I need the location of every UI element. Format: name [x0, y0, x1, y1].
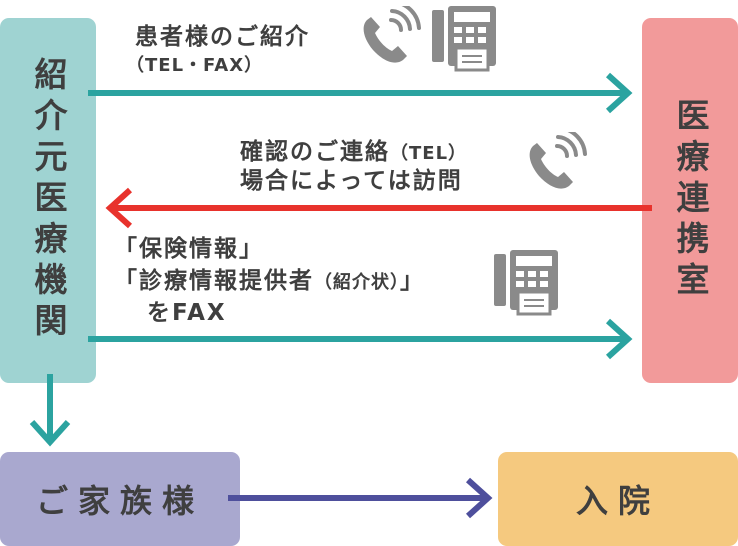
fax-label-1: 「保険情報」: [114, 236, 264, 262]
family-box: ご家族様: [0, 452, 240, 546]
fax-icon: [494, 250, 558, 316]
fax-text-b: （紹介状）: [314, 272, 400, 293]
liaison-office-box: 医療連携室: [642, 18, 738, 383]
fax-icon: [432, 6, 496, 72]
confirm-label-1: 確認のご連絡（TEL）: [240, 139, 467, 167]
fax-text-a: 「診療情報提供者: [114, 268, 314, 294]
admission-box: 入院: [498, 452, 738, 546]
family-to-admission-arrow: [228, 477, 493, 519]
confirm-label-2: 場合によっては訪問: [240, 168, 463, 194]
down-arrow: [29, 374, 71, 447]
fax-label-2: 「診療情報提供者（紹介状）」: [114, 268, 425, 296]
intro-arrow: [88, 72, 633, 114]
admission-label: 入院: [575, 482, 660, 520]
fax-text-c: 」: [400, 268, 425, 294]
phone-icon: [363, 6, 421, 63]
confirm-text: 確認のご連絡: [240, 139, 390, 165]
phone-icon: [529, 132, 587, 189]
intro-label-2: （TEL・FAX）: [126, 55, 264, 76]
referring-hospital-box: 紹介元医療機関: [0, 18, 96, 383]
confirm-arrow: [105, 187, 652, 229]
intro-label-1: 患者様のご紹介: [135, 24, 310, 50]
fax-arrow: [88, 318, 633, 360]
confirm-tel: （TEL）: [390, 143, 468, 164]
referring-hospital-label: 紹介元医療機関: [29, 57, 68, 344]
liaison-office-label: 医療連携室: [671, 98, 710, 303]
family-label: ご家族様: [35, 482, 204, 520]
fax-label-3: をFAX: [147, 300, 227, 326]
